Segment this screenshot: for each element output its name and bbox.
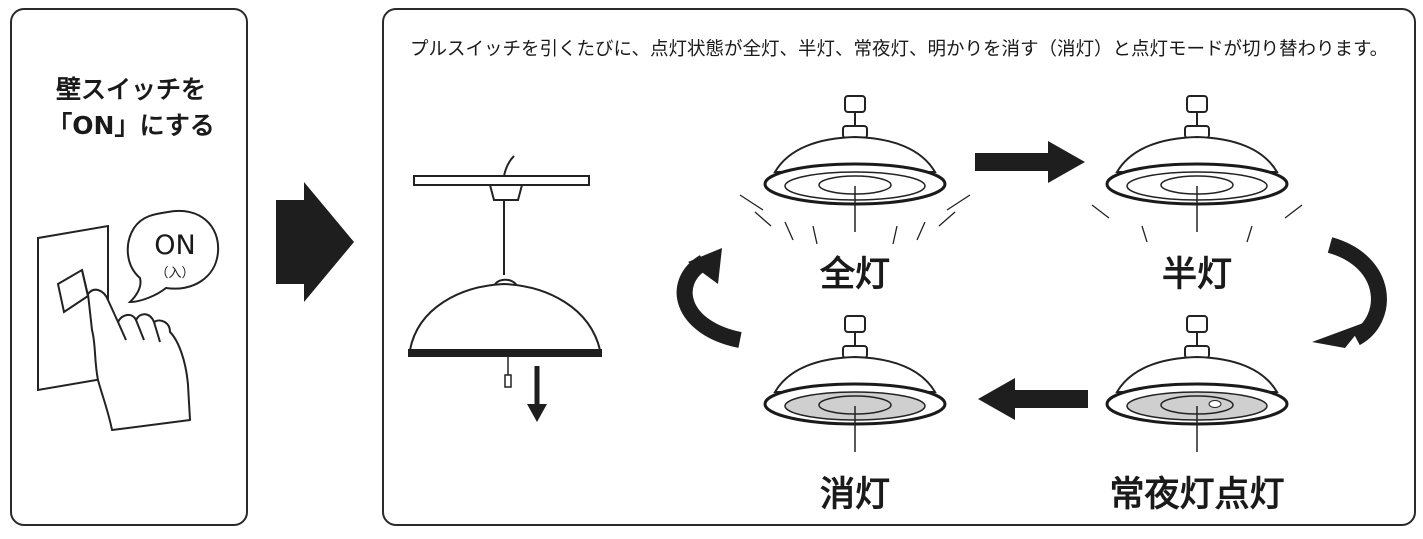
mode-label-full: 全灯 [819, 255, 890, 295]
curved-arrow-icon [1312, 237, 1387, 348]
arrow-right-icon [276, 182, 354, 302]
pendant-lamp-icon [408, 155, 602, 357]
bubble-on-sub-text: （入） [155, 266, 195, 281]
pull-cord-icon [504, 356, 512, 388]
pendant-lamp-icon [1105, 315, 1289, 452]
arrow-down-icon [527, 366, 547, 422]
mode-label-half: 半灯 [1161, 255, 1232, 295]
step-title-line-1: 壁スイッチを [55, 75, 206, 104]
pendant-lamp-icon [763, 315, 947, 452]
step-title-line-2: 「ON」にする [47, 111, 215, 140]
arrow-right-icon [975, 141, 1085, 183]
mode-label-off: 消灯 [819, 475, 890, 515]
pull-switch-step-panel: プルスイッチを引くたびに、点灯状態が全灯、半灯、常夜灯、明かりを消す（消灯）と点… [382, 8, 1416, 526]
wall-switch-icon [37, 224, 109, 392]
mode-description: プルスイッチを引くたびに、点灯状態が全灯、半灯、常夜灯、明かりを消す（消灯）と点… [410, 39, 1389, 60]
pendant-lamp-icon [1091, 95, 1303, 243]
curved-arrow-icon [676, 248, 742, 348]
arrow-left-icon [978, 378, 1088, 420]
speech-bubble-icon [126, 209, 220, 304]
mode-label-night: 常夜灯点灯 [1109, 475, 1285, 515]
pendant-lamp-icon [739, 95, 971, 245]
hand-pointing-icon [87, 288, 191, 431]
bubble-on-text: ON [154, 230, 196, 261]
